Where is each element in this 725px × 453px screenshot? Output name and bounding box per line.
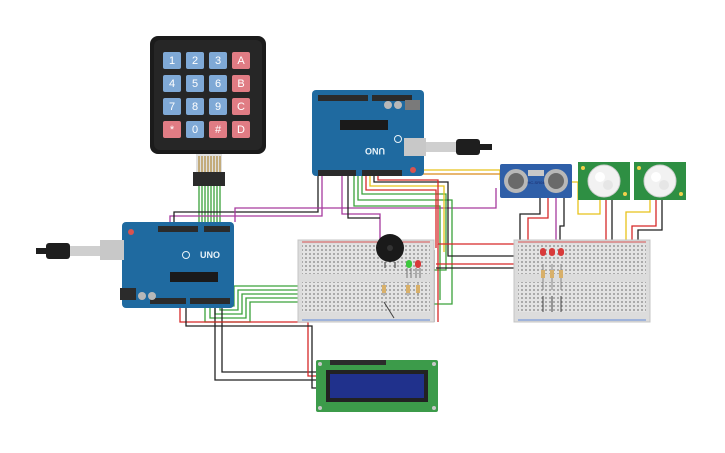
keypad-key-label: 7 [169,101,175,113]
wires [169,169,663,389]
pir-sensor-1[interactable] [578,162,630,200]
keypad-key-label: * [170,124,175,136]
power-jack-left [120,288,136,300]
header-analog-top [362,170,402,176]
usb-port-top [404,138,426,156]
lcd-screen [330,374,424,398]
buzzer[interactable] [376,234,404,268]
arduino-logo-top [394,135,402,143]
keypad-key-8[interactable]: 8 [186,98,204,115]
breadboard-right[interactable] [513,239,651,323]
keypad-key-label: A [237,55,245,67]
breadboard-left[interactable] [297,239,435,323]
usb-cable-top [426,139,492,155]
keypad-header [193,172,225,186]
header-digital-left-2 [190,298,230,304]
keypad-key-0[interactable]: 0 [186,121,204,138]
keypad-key-label: 4 [169,78,175,90]
keypad-key-label: D [237,124,245,136]
capacitor-top-1 [384,101,392,109]
keypad-key-9[interactable]: 9 [209,98,227,115]
keypad-key-5[interactable]: 5 [186,75,204,92]
keypad-key-6[interactable]: 6 [209,75,227,92]
header-power-top [318,170,356,176]
resistors-left [382,282,420,319]
usb-port-left [100,240,124,260]
keypad-key-#[interactable]: # [209,121,227,138]
keypad-key-*[interactable]: * [163,121,181,138]
keypad-key-label: # [215,124,222,136]
lcd-header [330,360,386,365]
pir-sensor-2[interactable] [634,162,686,200]
keypad-key-label: 0 [192,124,198,136]
led-red-left [415,260,421,278]
keypad-key-2[interactable]: 2 [186,52,204,69]
keypad-key-label: 6 [215,78,221,90]
keypad-key-label: 1 [169,55,175,67]
reset-button-top[interactable] [410,167,416,173]
keypad-key-7[interactable]: 7 [163,98,181,115]
arduino-left[interactable]: UNO [100,222,234,308]
header-digital-top [318,95,368,101]
keypad-key-label: 5 [192,78,198,90]
mcu-chip-left [170,272,218,282]
arduino-left-model-label: UNO [200,250,220,260]
header-power-left [158,226,198,232]
ultrasonic-label: HC-SR04 [527,180,545,185]
lcd-display[interactable] [316,360,438,412]
keypad-key-label: 9 [215,101,221,113]
keypad[interactable]: 1 2 3 A 4 5 6 B 7 8 9 C * 0 # D [150,36,266,186]
capacitor-top-2 [394,101,402,109]
keypad-key-label: 3 [215,55,221,67]
leds-red-right [540,248,564,256]
header-digital-top-2 [372,95,412,101]
capacitor-left-2 [148,292,156,300]
keypad-key-D[interactable]: D [232,121,250,138]
keypad-keys: 1 2 3 A 4 5 6 B 7 8 9 C * 0 # D [163,52,250,138]
arduino-logo-left [182,251,190,259]
keypad-key-label: C [237,101,245,113]
keypad-key-label: B [237,78,244,90]
keypad-key-B[interactable]: B [232,75,250,92]
keypad-key-C[interactable]: C [232,98,250,115]
arduino-top[interactable]: UNO [312,90,426,176]
capacitor-left-1 [138,292,146,300]
led-green-left [406,260,412,278]
keypad-key-label: 8 [192,101,198,113]
keypad-key-1[interactable]: 1 [163,52,181,69]
keypad-key-4[interactable]: 4 [163,75,181,92]
keypad-key-label: 2 [192,55,198,67]
keypad-key-A[interactable]: A [232,52,250,69]
mcu-chip-top [340,120,388,130]
keypad-key-3[interactable]: 3 [209,52,227,69]
header-analog-left [204,226,230,232]
resistors-right [541,264,563,312]
arduino-top-model-label: UNO [365,146,385,156]
header-digital-left-1 [150,298,186,304]
keypad-ribbon [196,154,222,172]
usb-cable-left [36,243,100,259]
reset-button-left[interactable] [128,229,134,235]
power-jack-top [405,100,420,110]
ultrasonic-sensor[interactable]: HC-SR04 [500,164,572,198]
